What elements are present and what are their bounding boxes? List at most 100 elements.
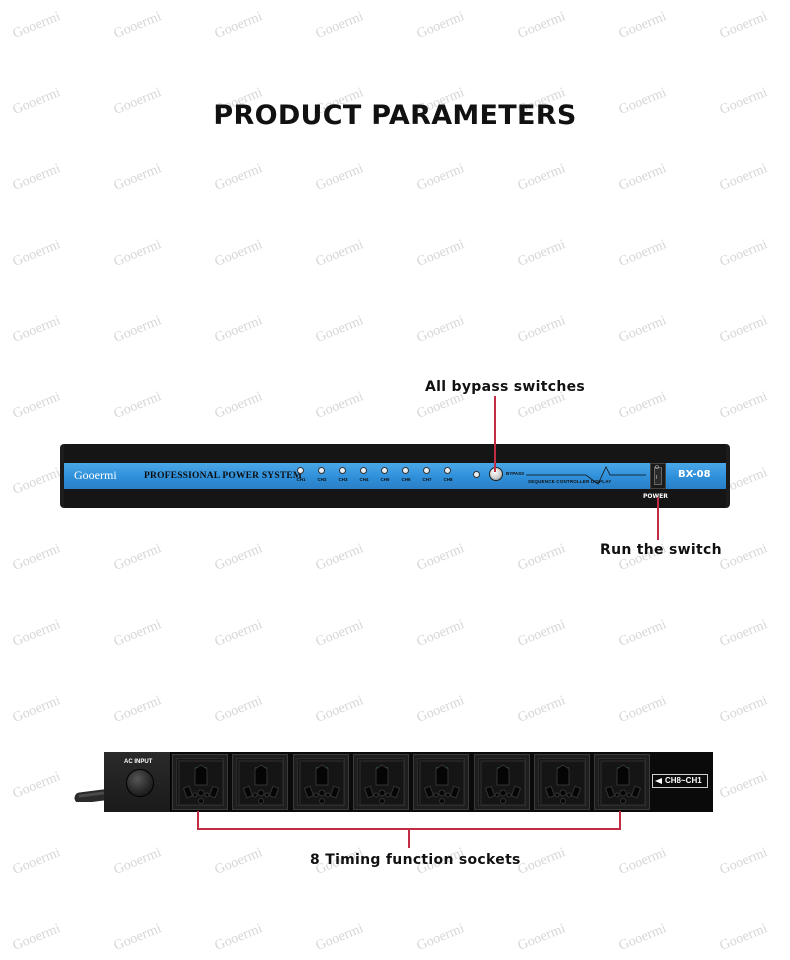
- channel-order-label: CH8~CH1: [652, 774, 708, 788]
- watermark-text: Gooermi: [111, 313, 164, 346]
- watermark-text: Gooermi: [515, 313, 568, 346]
- ac-input-gland: [126, 769, 154, 797]
- bypass-button[interactable]: [489, 467, 503, 481]
- display-waveform-icon: [526, 466, 646, 485]
- power-label: POWER: [643, 493, 668, 500]
- led-dot: [360, 467, 367, 474]
- watermark-text: Gooermi: [616, 389, 669, 422]
- watermark-text: Gooermi: [313, 161, 366, 194]
- watermark-text: Gooermi: [717, 313, 770, 346]
- channel-led: CH1: [291, 466, 311, 486]
- watermark-text: Gooermi: [10, 313, 63, 346]
- channel-led-label: CH2: [317, 477, 327, 482]
- watermark-text: Gooermi: [515, 541, 568, 574]
- channel-led: CH8: [438, 466, 458, 486]
- watermark-text: Gooermi: [10, 237, 63, 270]
- product-name: PROFESSIONAL POWER SYSTEM: [144, 471, 303, 481]
- watermark-text: Gooermi: [212, 921, 265, 954]
- socket-face-icon: [238, 760, 284, 806]
- watermark-text: Gooermi: [616, 161, 669, 194]
- universal-socket: [352, 754, 409, 810]
- switch-off-mark: O: [655, 465, 659, 471]
- bypass-label: BYPASS: [506, 471, 525, 476]
- watermark-text: Gooermi: [10, 9, 63, 42]
- led-dot: [444, 467, 451, 474]
- watermark-text: Gooermi: [111, 237, 164, 270]
- led-dot: [402, 467, 409, 474]
- channel-led-label: CH5: [380, 477, 390, 482]
- watermark-text: Gooermi: [212, 845, 265, 878]
- watermark-text: Gooermi: [515, 9, 568, 42]
- watermark-text: Gooermi: [616, 313, 669, 346]
- watermark-text: Gooermi: [111, 9, 164, 42]
- watermark-text: Gooermi: [111, 921, 164, 954]
- watermark-text: Gooermi: [616, 9, 669, 42]
- watermark-text: Gooermi: [111, 617, 164, 650]
- watermark-text: Gooermi: [515, 617, 568, 650]
- watermark-text: Gooermi: [717, 541, 770, 574]
- channel-led: CH3: [333, 466, 353, 486]
- watermark-text: Gooermi: [111, 845, 164, 878]
- watermark-text: Gooermi: [313, 237, 366, 270]
- watermark-text: Gooermi: [10, 921, 63, 954]
- channel-led-label: CH1: [296, 477, 306, 482]
- universal-socket: [292, 754, 349, 810]
- socket-face-icon: [359, 760, 405, 806]
- callout-run-switch-label: Run the switch: [600, 542, 722, 558]
- socket-face-icon: [178, 760, 224, 806]
- universal-socket: [473, 754, 530, 810]
- watermark-text: Gooermi: [717, 617, 770, 650]
- watermark-text: Gooermi: [616, 921, 669, 954]
- watermark-text: Gooermi: [212, 9, 265, 42]
- channel-led: CH6: [396, 466, 416, 486]
- watermark-text: Gooermi: [10, 769, 63, 802]
- channel-led-label: CH6: [401, 477, 411, 482]
- bypass-indicator-led: [473, 471, 480, 478]
- socket-face-icon: [299, 760, 345, 806]
- universal-socket: [594, 754, 651, 810]
- channel-led: CH7: [417, 466, 437, 486]
- watermark-text: Gooermi: [10, 389, 63, 422]
- watermark-text: Gooermi: [111, 541, 164, 574]
- callout-bypass-label: All bypass switches: [425, 379, 586, 395]
- power-switch[interactable]: O I: [650, 463, 666, 489]
- socket-face-icon: [480, 760, 525, 806]
- led-dot: [339, 467, 346, 474]
- watermark-text: Gooermi: [414, 237, 467, 270]
- watermark-text: Gooermi: [414, 9, 467, 42]
- watermark-text: Gooermi: [212, 389, 265, 422]
- channel-led: CH2: [312, 466, 332, 486]
- channel-order-text: CH8~CH1: [665, 776, 702, 785]
- watermark-text: Gooermi: [313, 617, 366, 650]
- watermark-text: Gooermi: [414, 161, 467, 194]
- watermark-text: Gooermi: [515, 845, 568, 878]
- watermark-text: Gooermi: [10, 465, 63, 498]
- switch-on-mark: I: [656, 475, 658, 481]
- watermark-text: Gooermi: [10, 845, 63, 878]
- callout-sockets-label: 8 Timing function sockets: [310, 852, 521, 868]
- socket-face-icon: [419, 760, 465, 806]
- watermark-text: Gooermi: [212, 617, 265, 650]
- watermark-text: Gooermi: [313, 9, 366, 42]
- watermark-text: Gooermi: [212, 313, 265, 346]
- ac-input-housing: AC INPUT: [104, 752, 171, 812]
- watermark-text: Gooermi: [414, 617, 467, 650]
- universal-socket: [413, 754, 470, 810]
- led-dot: [318, 467, 325, 474]
- watermark-text: Gooermi: [313, 313, 366, 346]
- channel-led-label: CH7: [422, 477, 432, 482]
- watermark-text: Gooermi: [616, 617, 669, 650]
- watermark-text: Gooermi: [515, 921, 568, 954]
- watermark-text: Gooermi: [212, 161, 265, 194]
- watermark-text: Gooermi: [414, 541, 467, 574]
- power-rocker: [654, 467, 662, 485]
- channel-led-label: CH8: [443, 477, 453, 482]
- watermark-text: Gooermi: [414, 313, 467, 346]
- ac-input-label: AC INPUT: [124, 759, 153, 765]
- page-title: PRODUCT PARAMETERS: [213, 100, 577, 131]
- watermark-text: Gooermi: [515, 237, 568, 270]
- channel-led-label: CH4: [359, 477, 369, 482]
- led-dot: [381, 467, 388, 474]
